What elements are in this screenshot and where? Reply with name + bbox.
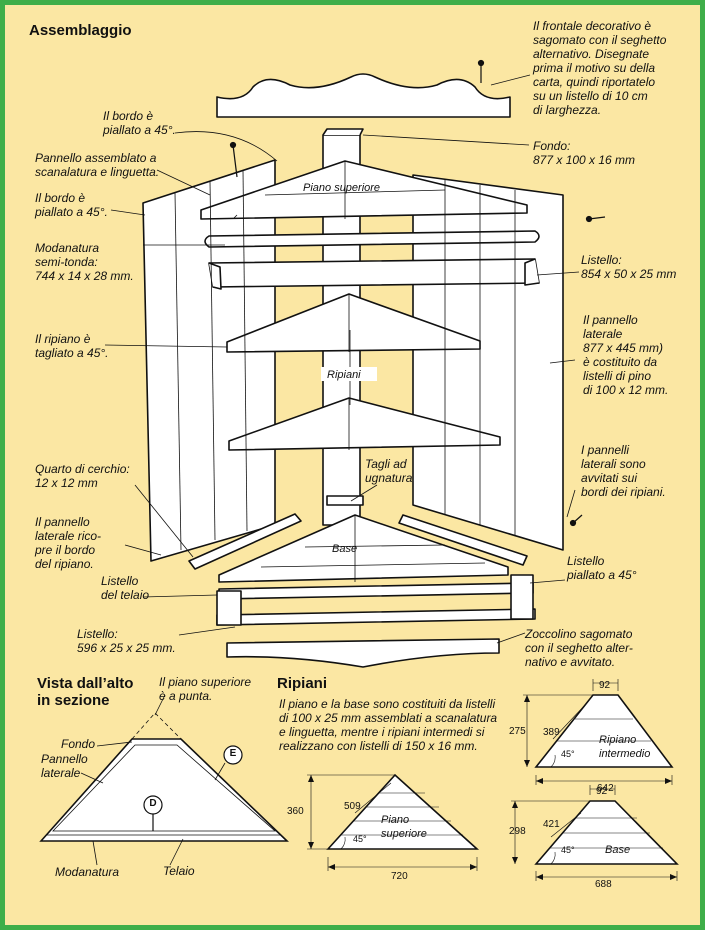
diagram-label-piano-superiore: Piano superiore — [381, 814, 427, 840]
diagram-ripiano-intermedio — [534, 694, 674, 768]
svg-text:Piano superiore: Piano superiore — [303, 182, 380, 194]
top-shelf — [200, 160, 528, 220]
svg-text:Base: Base — [332, 543, 357, 555]
dim-piano-width: 720 — [391, 871, 408, 882]
plinth — [226, 638, 500, 668]
front-rail — [208, 258, 540, 288]
label-quarto-cerchio: Quarto di cerchio: 12 x 12 mm — [35, 462, 130, 490]
label-pannello-assemblato: Pannello assemblato a scanalatura e ling… — [35, 151, 160, 179]
label-bordo-1: Il bordo è piallato a 45°. — [103, 109, 176, 137]
label-pannelli-avvitati: I pannelli laterali sono avvitati sui bo… — [581, 443, 666, 499]
label-listello-telaio: Listello del telaio — [101, 574, 150, 602]
dim-ripiano-height: 275 — [509, 726, 526, 737]
label-top-modanatura: Modanatura — [55, 865, 120, 879]
label-piano-punta: Il piano superiore è a punta. — [159, 675, 252, 703]
label-modanatura: Modanatura semi-tonda: 744 x 14 x 28 mm. — [35, 241, 134, 283]
label-listello-854: Listello: 854 x 50 x 25 mm — [581, 253, 677, 281]
marker-d: D — [149, 798, 157, 809]
heading-assembly: Assemblaggio — [29, 22, 132, 39]
left-side-panel — [142, 159, 276, 562]
dim-piano-height: 360 — [287, 806, 304, 817]
label-zoccolino: Zoccolino sagomato con il seghetto alter… — [525, 627, 633, 669]
label-top-pannello: Pannello laterale — [41, 752, 88, 780]
svg-text:Ripiani: Ripiani — [327, 369, 361, 381]
label-bordo-2: Il bordo è piallato a 45°. — [35, 191, 108, 219]
dim-ripiano-top: 92 — [599, 680, 611, 691]
label-top-telaio: Telaio — [163, 864, 195, 878]
dim-base-top: 92 — [596, 786, 608, 797]
dim-base-angle: 45° — [561, 845, 575, 855]
dim-base-width: 688 — [595, 879, 612, 890]
decorative-front — [216, 73, 511, 118]
half-round-moulding — [204, 230, 540, 248]
heading-shelves: Ripiani — [277, 675, 328, 692]
label-listello-596: Listello: 596 x 25 x 25 mm. — [77, 627, 176, 655]
frame-rail-bottom — [216, 608, 536, 626]
dim-base-side: 421 — [543, 819, 560, 830]
label-listello-piallato: Listello piallato a 45° — [567, 554, 637, 582]
dim-piano-angle: 45° — [353, 834, 367, 844]
base-shelf — [218, 514, 509, 583]
middle-shelf-2 — [228, 397, 501, 451]
diagram-label-base: Base — [605, 844, 631, 856]
frame-post-right — [510, 574, 534, 620]
label-frontale: Il frontale decorativo è sagomato con il… — [533, 19, 667, 117]
frame-post-left — [216, 590, 242, 626]
shelves-description: Il piano e la base sono costituiti da li… — [279, 697, 498, 753]
label-ripiano-tagliato: Il ripiano è tagliato a 45°. — [35, 332, 109, 360]
diagram-piano-superiore — [326, 773, 480, 850]
quarter-round-left — [188, 513, 302, 570]
dim-ripiano-angle: 45° — [561, 749, 575, 759]
label-pannello-laterale: Il pannello laterale 877 x 445 mm) è cos… — [583, 313, 669, 397]
heading-top-view: Vista dall’alto in sezione — [37, 675, 134, 709]
label-fondo: Fondo: 877 x 100 x 16 mm — [533, 139, 636, 167]
label-tagli: Tagli ad ugnatura — [365, 457, 413, 485]
dim-ripiano-width: 642 — [597, 783, 614, 794]
label-top-fondo: Fondo — [61, 737, 96, 751]
assembly-illustration: Piano superiore Base Ripiani — [39, 59, 679, 881]
dim-piano-side: 509 — [344, 801, 361, 812]
dim-base-height: 298 — [509, 826, 526, 837]
dim-ripiano-side: 389 — [543, 727, 560, 738]
label-pannello-ricopre: Il pannello laterale rico- pre il bordo … — [35, 515, 102, 571]
mitre-block — [326, 495, 364, 506]
frame-rail-top — [218, 582, 534, 600]
diagram-label-ripiano: Ripiano intermedio — [599, 734, 651, 760]
marker-e: E — [229, 748, 237, 759]
quarter-round-right — [398, 514, 528, 566]
